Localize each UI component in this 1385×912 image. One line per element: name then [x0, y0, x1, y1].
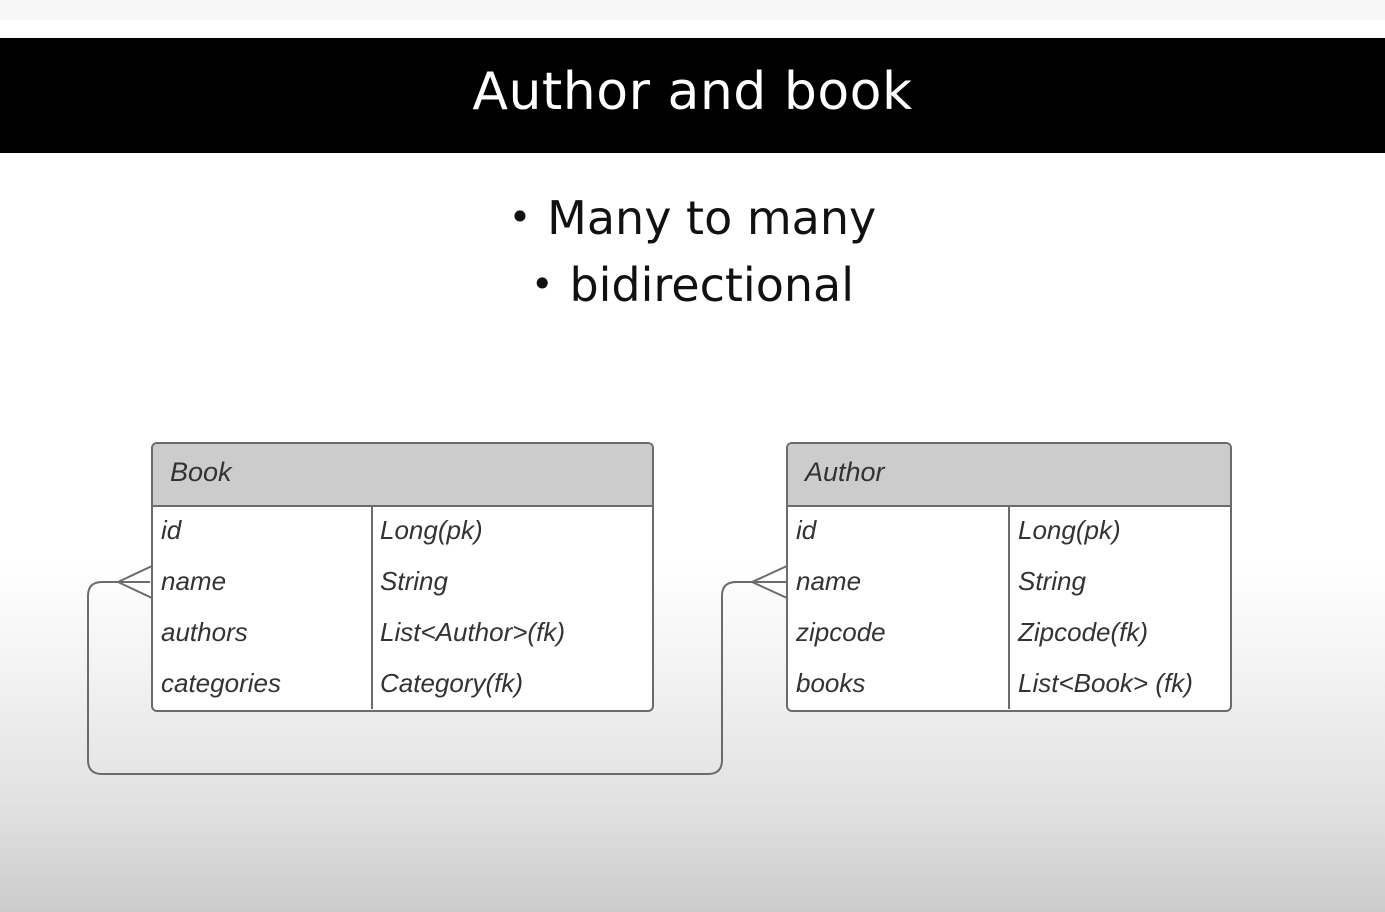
crow-foot-right-icon [751, 565, 788, 599]
field-name: name [796, 566, 862, 596]
bullet-list: • Many to many • bidirectional [0, 186, 1385, 320]
bullet-item: • Many to many [0, 186, 1385, 253]
field-name: id [796, 515, 817, 545]
entity-book: Book id Long(pk) name String authors Lis… [151, 442, 654, 712]
field-row: books List<Book> (fk) [788, 662, 1230, 710]
field-row: zipcode Zipcode(fk) [788, 611, 1230, 662]
field-type: List<Book> (fk) [1018, 668, 1193, 698]
field-type: Long(pk) [380, 515, 483, 545]
field-name: name [161, 566, 227, 596]
field-type: Zipcode(fk) [1018, 617, 1149, 647]
slide-title: Author and book [472, 61, 913, 122]
bullet-text: bidirectional [569, 258, 854, 312]
bullet-dot-icon: • [531, 262, 554, 306]
relationship-line [87, 581, 786, 775]
field-name: books [796, 668, 866, 698]
field-row: authors List<Author>(fk) [153, 611, 652, 662]
field-row: name String [788, 560, 1230, 611]
field-type: String [1018, 566, 1086, 596]
bullet-dot-icon: • [508, 195, 532, 239]
field-name: authors [161, 617, 248, 647]
title-bar: Author and book [0, 38, 1385, 153]
top-strip [0, 0, 1385, 20]
entity-book-header: Book [153, 444, 652, 507]
bullet-text: Many to many [547, 191, 877, 245]
entity-author: Author id Long(pk) name String zipcode Z… [786, 442, 1232, 712]
bullet-item: • bidirectional [0, 253, 1385, 320]
field-name: zipcode [796, 617, 886, 647]
field-type: Category(fk) [380, 668, 524, 698]
column-divider [1008, 507, 1010, 709]
field-type: Long(pk) [1018, 515, 1121, 545]
field-name: categories [161, 668, 281, 698]
crow-foot-left-icon [117, 565, 153, 599]
field-type: List<Author>(fk) [380, 617, 565, 647]
field-type: String [380, 566, 448, 596]
field-name: id [161, 515, 182, 545]
field-row: categories Category(fk) [153, 662, 652, 710]
column-divider [371, 507, 373, 709]
entity-book-body: id Long(pk) name String authors List<Aut… [153, 507, 652, 709]
field-row: id Long(pk) [153, 509, 652, 560]
entity-author-body: id Long(pk) name String zipcode Zipcode(… [788, 507, 1230, 709]
entity-author-header: Author [788, 444, 1230, 507]
field-row: name String [153, 560, 652, 611]
field-row: id Long(pk) [788, 509, 1230, 560]
